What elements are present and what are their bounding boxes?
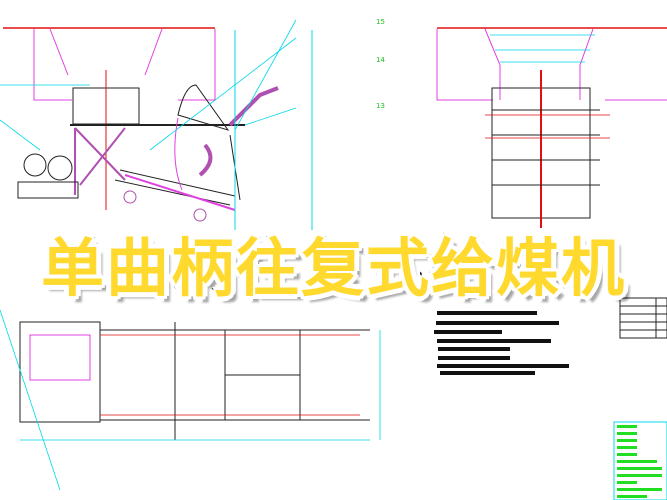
title-block-table [619,297,667,339]
parts-list [613,421,667,500]
balloon-label: 13 [376,102,385,110]
overlay-title: 单曲柄往复式给煤机 [39,230,626,307]
plan-view [0,309,381,491]
technical-notes [434,311,569,375]
balloon-label: 15 [376,18,385,26]
side-view [0,19,313,230]
balloon-label: 14 [376,56,385,64]
front-view [436,27,667,228]
